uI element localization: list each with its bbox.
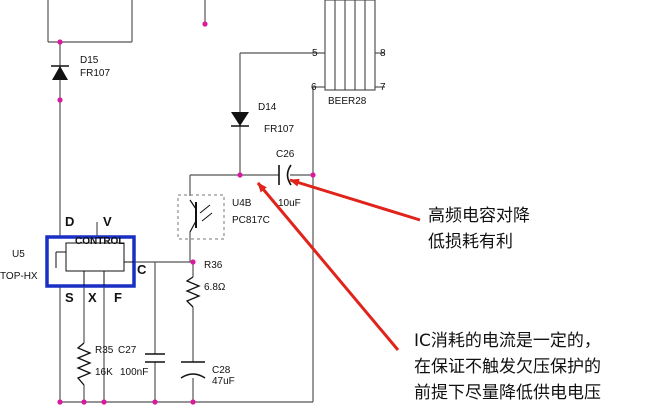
- capacitor-c26: [278, 164, 292, 186]
- u5-pin-x: X: [88, 290, 97, 305]
- c26-ref: C26: [276, 149, 295, 160]
- beeper-ref: BEER28: [328, 96, 367, 107]
- d15-ref: D15: [80, 55, 99, 66]
- c28-value: 47uF: [212, 376, 235, 387]
- u5-pin-v: V: [103, 214, 112, 229]
- c28-ref: C28: [212, 365, 231, 376]
- u5-pin-d: D: [65, 214, 74, 229]
- resistor-r35: [76, 342, 92, 386]
- beeper-pin-5: 5: [312, 48, 318, 59]
- optocoupler-u4b: [177, 194, 225, 240]
- d14-value: FR107: [264, 124, 294, 135]
- c26-value: 10uF: [278, 198, 301, 209]
- annotation-ic-line-1: IC消耗的电流是一定的，: [414, 331, 601, 351]
- beeper-block: [324, 0, 376, 91]
- u5-block-label: CONTROL: [75, 236, 124, 247]
- annotation-arrows: [256, 178, 421, 351]
- diode-d14: [231, 112, 249, 127]
- beeper-pin-8: 8: [380, 48, 386, 59]
- ic-u5: [45, 235, 136, 288]
- u4b-value: PC817C: [232, 215, 270, 226]
- u4b-ref: U4B: [232, 198, 252, 209]
- beeper-pin-6: 6: [311, 82, 317, 93]
- c27-ref: C27: [118, 345, 137, 356]
- resistor-r36: [185, 276, 201, 308]
- u5-part: TOP-HX: [0, 271, 38, 282]
- wires: [47, 0, 385, 403]
- capacitor-c27: [145, 353, 165, 363]
- u5-pin-f: F: [114, 290, 122, 305]
- annotation-ic-line-2: 在保证不触发欠压保护的: [414, 357, 601, 377]
- capacitor-c28: [180, 361, 206, 379]
- diode-d15: [51, 65, 69, 80]
- annotation-cap-line-2: 低损耗有利: [428, 232, 513, 252]
- c27-value: 100nF: [120, 367, 148, 378]
- u5-ref: U5: [12, 249, 25, 260]
- beeper-pin-7: 7: [380, 82, 386, 93]
- r35-value: 16K: [95, 367, 113, 378]
- u5-pin-s: S: [65, 290, 74, 305]
- junction-nodes: [57, 21, 316, 405]
- u5-pin-c: C: [137, 262, 147, 277]
- r36-ref: R36: [204, 260, 223, 271]
- annotation-cap-line-1: 高频电容对降: [428, 206, 530, 226]
- r35-ref: R35: [95, 345, 114, 356]
- r36-value: 6.8Ω: [204, 282, 226, 293]
- d14-ref: D14: [258, 102, 277, 113]
- annotation-ic-line-3: 前提下尽量降低供电电压: [414, 383, 601, 403]
- d15-value: FR107: [80, 68, 110, 79]
